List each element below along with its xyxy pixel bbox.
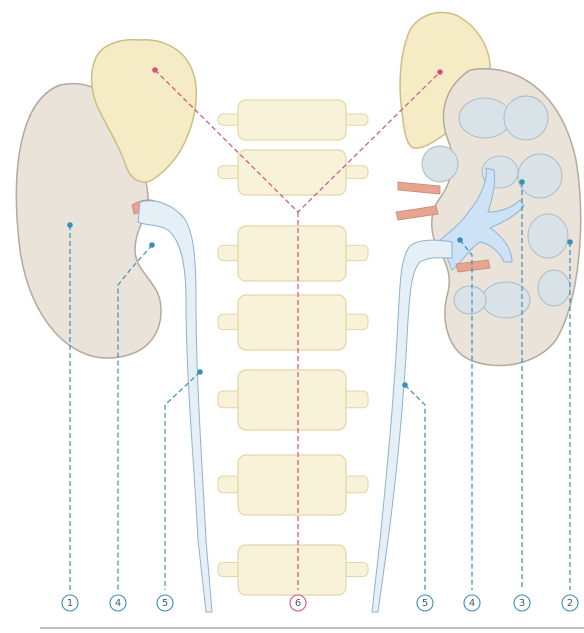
right-ureter bbox=[372, 240, 452, 612]
number-marker-label-3: 3 bbox=[514, 595, 530, 611]
renal-pyramid bbox=[538, 270, 570, 306]
leader-dot bbox=[197, 369, 203, 375]
marker-label: 1 bbox=[67, 598, 73, 609]
leader-dot bbox=[67, 222, 73, 228]
vertebra bbox=[218, 150, 368, 195]
number-marker-label-2: 2 bbox=[562, 595, 578, 611]
leader-dot bbox=[519, 179, 525, 185]
marker-label: 3 bbox=[519, 598, 525, 609]
renal-pyramid bbox=[422, 146, 458, 182]
marker-label: 4 bbox=[115, 598, 121, 609]
number-marker-label-5-right: 5 bbox=[417, 595, 433, 611]
vertebra bbox=[218, 100, 368, 140]
renal-pyramid bbox=[459, 98, 511, 138]
vertebral-body bbox=[238, 370, 346, 430]
vertebral-body bbox=[238, 455, 346, 515]
vertebral-body bbox=[238, 150, 346, 195]
leader-dot bbox=[457, 237, 463, 243]
number-markers: 1 4 5 6 5 4 3 2 bbox=[62, 595, 578, 611]
number-marker-label-4-right: 4 bbox=[464, 595, 480, 611]
leader-line bbox=[405, 385, 425, 590]
number-marker-label-1: 1 bbox=[62, 595, 78, 611]
leader-dot bbox=[402, 382, 408, 388]
number-marker-label-6: 6 bbox=[290, 595, 306, 611]
marker-label: 5 bbox=[422, 598, 428, 609]
renal-pyramid bbox=[482, 282, 530, 318]
leader-dot bbox=[437, 69, 443, 75]
left-ureter bbox=[138, 201, 212, 612]
marker-label: 5 bbox=[162, 598, 168, 609]
vertebra bbox=[218, 226, 368, 281]
vertebral-body bbox=[238, 295, 346, 350]
marker-label: 4 bbox=[469, 598, 475, 609]
renal-pyramid bbox=[504, 96, 548, 140]
vertebral-column bbox=[218, 100, 368, 595]
number-marker-label-4-left: 4 bbox=[110, 595, 126, 611]
vertebra bbox=[218, 295, 368, 350]
vertebral-body bbox=[238, 545, 346, 595]
renal-pyramid bbox=[518, 154, 562, 198]
marker-label: 6 bbox=[295, 598, 301, 609]
leader-dot bbox=[567, 239, 573, 245]
renal-pyramid bbox=[454, 286, 486, 314]
renal-pyramid bbox=[528, 214, 568, 258]
marker-label: 2 bbox=[567, 598, 573, 609]
vertebral-body bbox=[238, 100, 346, 140]
vertebra bbox=[218, 370, 368, 430]
leader-dot bbox=[149, 242, 155, 248]
leader-dot bbox=[152, 67, 158, 73]
number-marker-label-5-left: 5 bbox=[157, 595, 173, 611]
right-renal-artery bbox=[398, 182, 440, 194]
vertebral-body bbox=[238, 226, 346, 281]
vertebra bbox=[218, 545, 368, 595]
vertebra bbox=[218, 455, 368, 515]
